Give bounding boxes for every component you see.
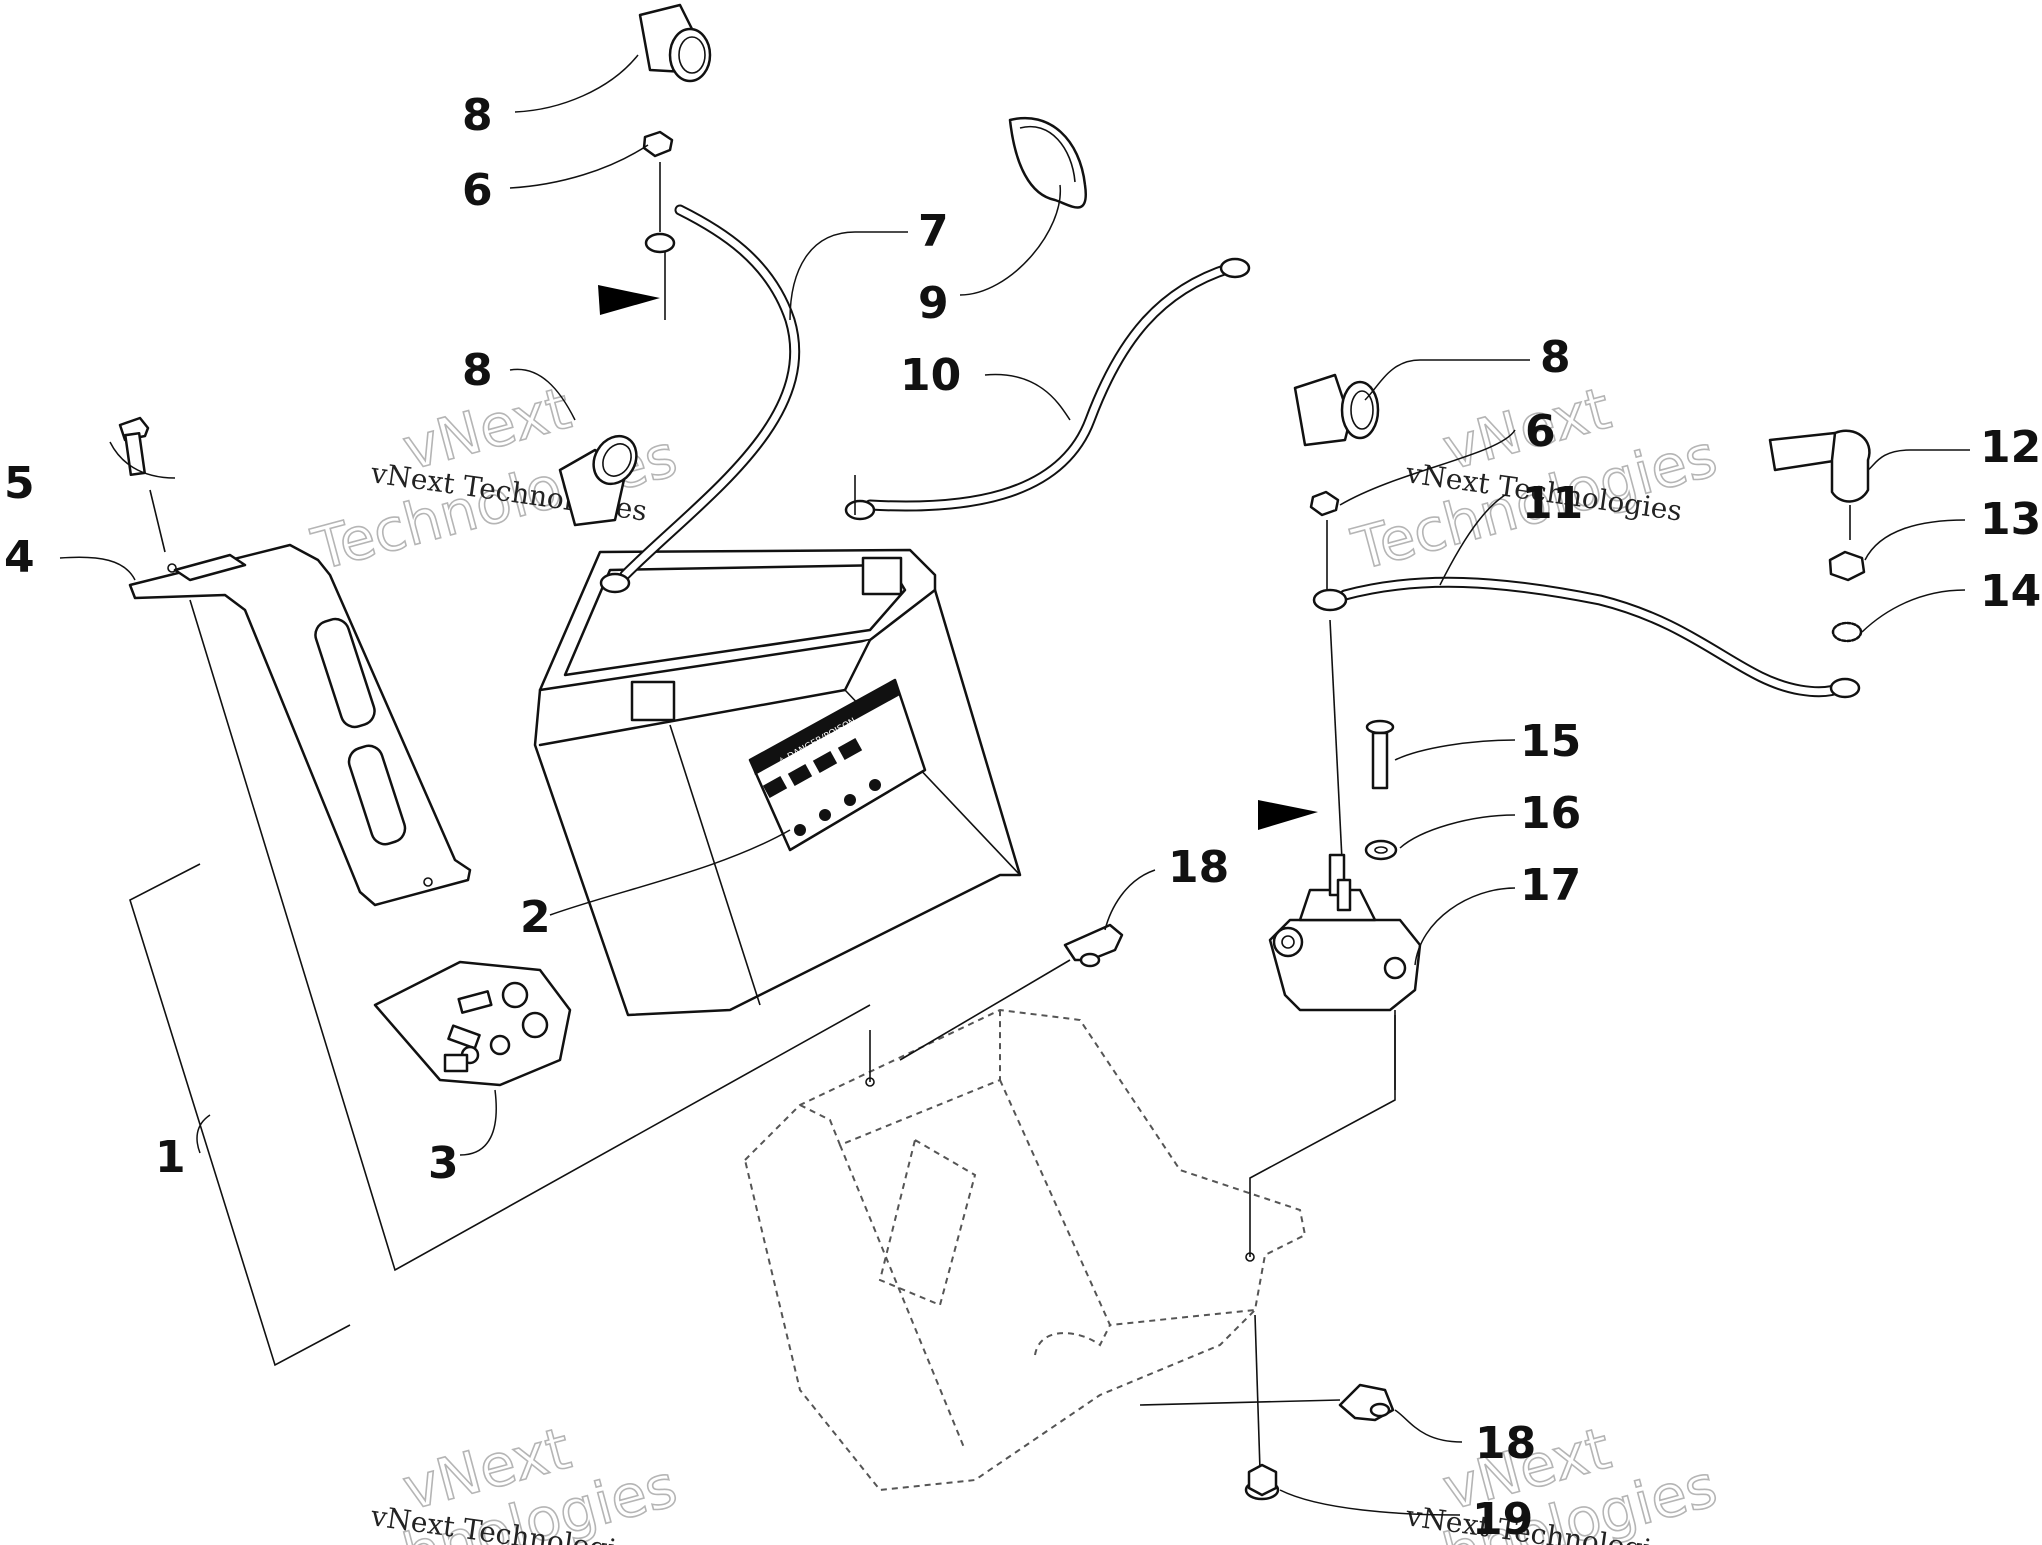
callout-15: 15	[1520, 716, 1581, 767]
flange-nut	[1244, 1463, 1280, 1501]
leader-lines	[59, 54, 1970, 1516]
callout-2: 2	[520, 892, 551, 943]
callout-16: 16	[1520, 788, 1581, 839]
watermark-bottom-left: vNext Technologies vNext Technologies	[304, 1413, 684, 1545]
warning-label: ⚠ DANGER/POISON	[748, 678, 927, 852]
battery-tray-phantom	[743, 959, 1396, 1492]
washer	[1364, 839, 1398, 861]
arrow-marker-left	[598, 285, 660, 315]
callout-11: 11	[1522, 478, 1583, 529]
spring-clip-upper	[1063, 923, 1124, 968]
callout-14: 14	[1980, 566, 2041, 617]
callout-1: 1	[155, 1132, 186, 1183]
callout-18b: 18	[1475, 1418, 1536, 1469]
negative-cable	[844, 257, 1251, 521]
terminal-boot-right	[1293, 373, 1380, 447]
callout-4: 4	[4, 532, 35, 583]
positive-cable	[599, 204, 801, 594]
solenoid-cable	[1312, 576, 1861, 861]
callout-8a: 8	[462, 90, 493, 141]
arrow-marker-right	[1258, 800, 1318, 830]
callout-9: 9	[918, 278, 949, 329]
battery-bracket	[128, 543, 472, 907]
terminal-boot-top	[638, 3, 712, 83]
lock-washer	[1831, 621, 1863, 643]
hex-nut	[1828, 550, 1866, 582]
callout-8c: 8	[1540, 332, 1571, 383]
callout-7: 7	[918, 206, 949, 257]
battery: ⚠ DANGER/POISON	[533, 548, 1022, 1017]
callout-17: 17	[1520, 860, 1581, 911]
callout-numbers: 8 6 7 9 8 10 5 4 2 3 1 8 6 11 12 13 14 1…	[4, 90, 2041, 1545]
spring-clip-lower	[1338, 1383, 1395, 1422]
callout-18a: 18	[1168, 842, 1229, 893]
callout-5: 5	[4, 458, 35, 509]
starter-solenoid	[1268, 853, 1422, 1090]
cable-tie	[1008, 116, 1088, 209]
callout-8b: 8	[462, 345, 493, 396]
callout-6b: 6	[1525, 406, 1556, 457]
callout-13: 13	[1980, 494, 2041, 545]
terminal-boot-mid	[558, 434, 638, 527]
callout-3: 3	[428, 1138, 459, 1189]
terminal-cap	[1768, 429, 1871, 540]
hardware-kit	[373, 960, 572, 1087]
reference-arrows	[598, 285, 1318, 830]
nut-right	[1309, 490, 1340, 590]
assembly-bracket-outline	[129, 599, 871, 1367]
bolt	[118, 416, 166, 553]
callout-19: 19	[1472, 1494, 1533, 1545]
callout-12: 12	[1980, 422, 2041, 473]
nut-top	[642, 130, 674, 232]
callout-6a: 6	[462, 165, 493, 216]
screw	[1365, 719, 1395, 790]
callout-10: 10	[900, 350, 961, 401]
